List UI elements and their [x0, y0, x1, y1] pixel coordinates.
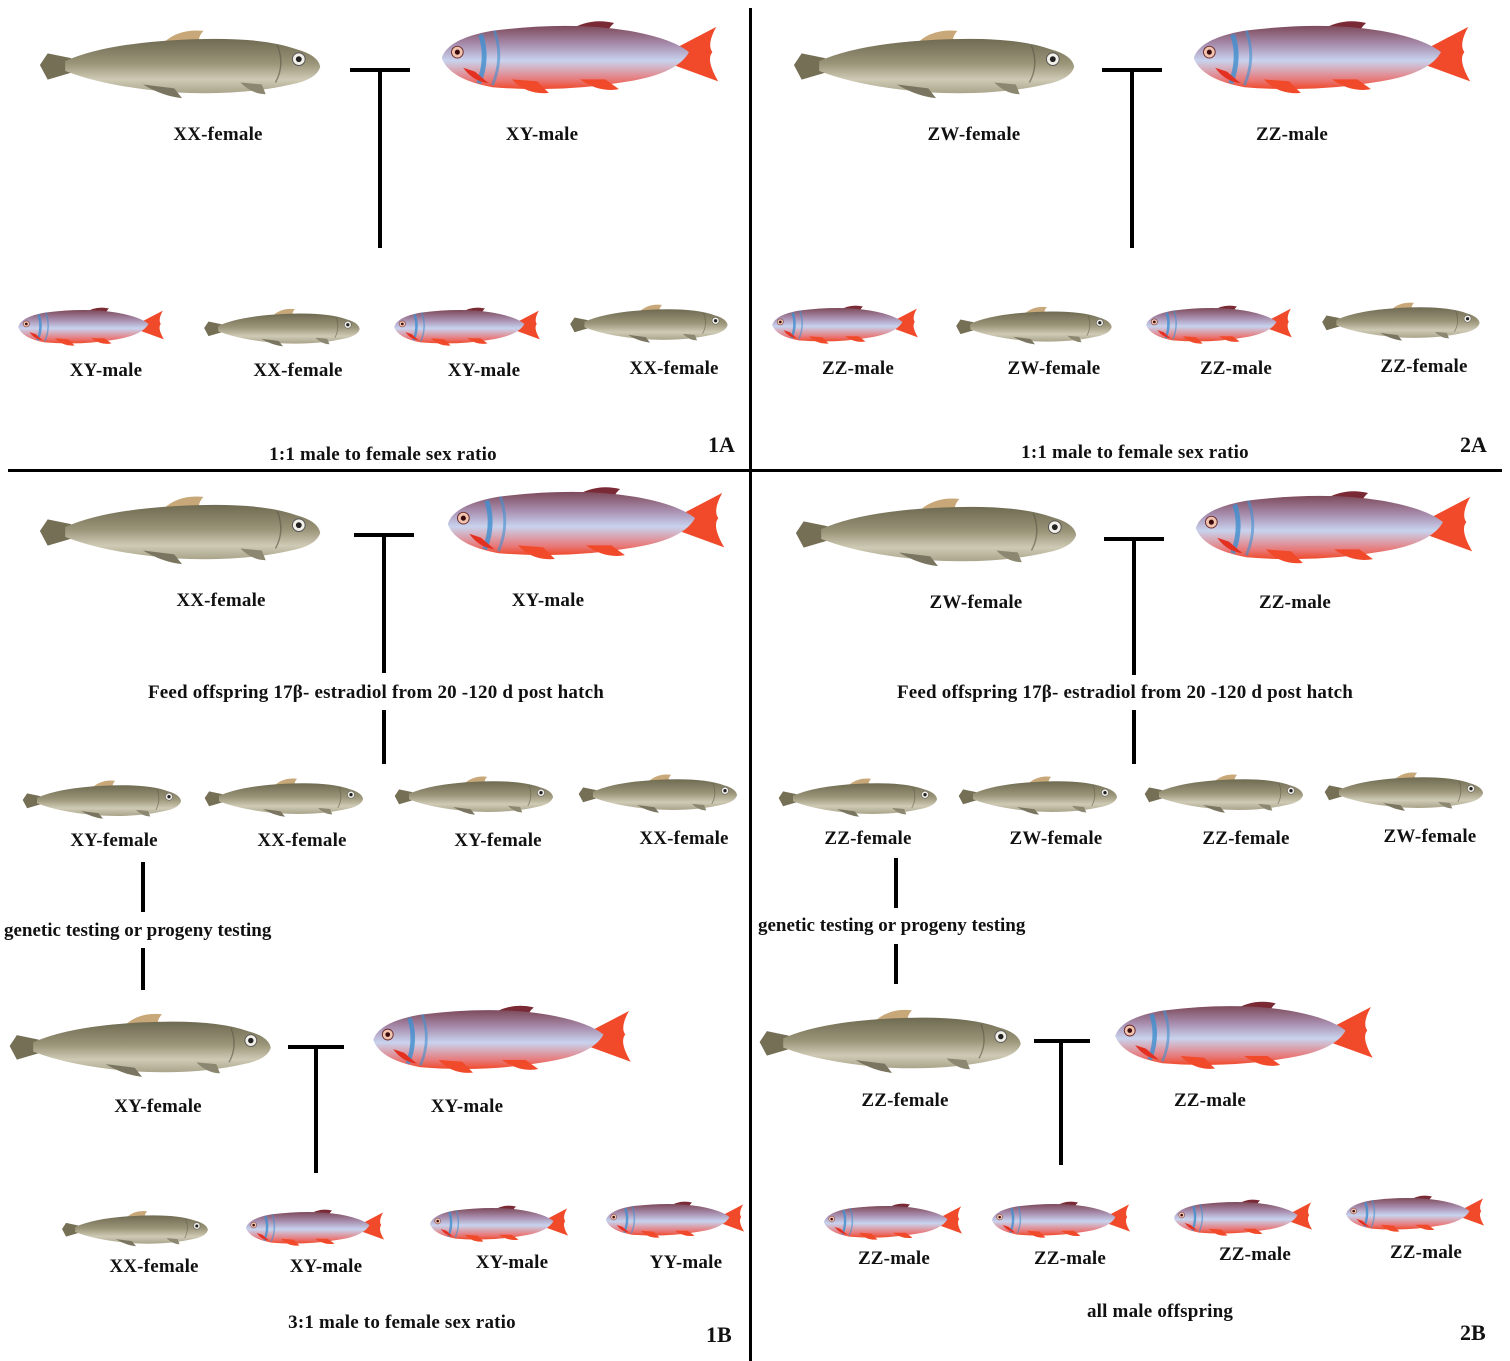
male-fish-image	[1108, 996, 1380, 1076]
offspring-label: ZZ-male	[1200, 358, 1272, 380]
offspring-fish-image	[14, 304, 168, 350]
male-fish-image	[1188, 486, 1480, 570]
treated-label: XX-female	[639, 828, 728, 850]
testing-stem	[894, 944, 898, 984]
offspring-fish-image	[988, 1198, 1134, 1242]
offspring-fish-image	[242, 1206, 388, 1250]
offspring-label: ZZ-male	[822, 358, 894, 380]
cross2-female-label: ZZ-female	[861, 1090, 948, 1112]
treated-label: ZZ-female	[824, 828, 911, 850]
vertical-divider	[749, 8, 752, 1361]
offspring-fish-image	[1342, 1192, 1488, 1236]
treated-label: ZW-female	[1384, 826, 1477, 848]
treatment-label: Feed offspring 17β- estradiol from 20 -1…	[897, 682, 1353, 704]
treatment-stem	[382, 710, 386, 764]
sex-ratio-label: all male offspring	[1087, 1301, 1233, 1323]
sex-ratio-label: 3:1 male to female sex ratio	[288, 1312, 516, 1334]
parent-male-label: XY-male	[512, 590, 584, 612]
offspring-label: XY-male	[448, 360, 520, 382]
female-fish-image	[790, 26, 1082, 104]
offspring-fish-image	[202, 306, 364, 350]
treated-fish-image	[576, 772, 742, 816]
testing-label: genetic testing or progeny testing	[4, 920, 271, 942]
offspring-label: ZZ-male	[1034, 1248, 1106, 1270]
offspring-fish-image	[768, 302, 922, 348]
horizontal-divider	[8, 469, 1502, 472]
treated-fish-image	[392, 774, 558, 818]
treatment-stem	[1132, 710, 1136, 764]
offspring-label: XY-male	[476, 1252, 548, 1274]
cross-stem	[314, 1045, 318, 1173]
offspring-label: XX-female	[109, 1256, 198, 1278]
female-fish-image	[6, 1008, 278, 1084]
offspring-fish-image	[602, 1198, 748, 1242]
offspring-fish-image	[1170, 1196, 1316, 1240]
sex-ratio-label: 1:1 male to female sex ratio	[269, 444, 497, 466]
offspring-label: ZZ-female	[1380, 356, 1467, 378]
cross-stem	[382, 533, 386, 673]
testing-label: genetic testing or progeny testing	[758, 915, 1025, 937]
cross-stem	[1132, 537, 1136, 675]
parent-female-label: XX-female	[173, 124, 262, 146]
treated-fish-image	[202, 776, 368, 820]
panel-tag: 1A	[708, 432, 735, 458]
offspring-label: YY-male	[650, 1252, 722, 1274]
parent-male-label: ZZ-male	[1256, 124, 1328, 146]
female-fish-image	[36, 26, 328, 104]
treated-fish-image	[776, 776, 942, 820]
cross-stem	[378, 68, 382, 248]
offspring-label: XX-female	[629, 358, 718, 380]
treated-label: XY-female	[454, 830, 542, 852]
testing-stem	[894, 858, 898, 908]
panel-tag: 2A	[1460, 432, 1487, 458]
male-fish-image	[440, 482, 732, 566]
testing-stem	[141, 862, 145, 912]
offspring-fish-image	[390, 304, 544, 350]
offspring-fish-image	[820, 1200, 966, 1244]
treated-fish-image	[20, 778, 186, 822]
cross2-male-label: ZZ-male	[1174, 1090, 1246, 1112]
offspring-fish-image	[568, 302, 732, 346]
treated-label: XX-female	[257, 830, 346, 852]
parent-male-label: XY-male	[506, 124, 578, 146]
offspring-fish-image	[426, 1202, 572, 1246]
male-fish-image	[434, 16, 726, 100]
treated-label: XY-female	[70, 830, 158, 852]
cross-stem	[1130, 68, 1134, 248]
treatment-label: Feed offspring 17β- estradiol from 20 -1…	[148, 682, 604, 704]
cross2-male-label: XY-male	[431, 1096, 503, 1118]
female-fish-image	[36, 492, 328, 570]
offspring-label: ZZ-male	[1390, 1242, 1462, 1264]
treated-label: ZZ-female	[1202, 828, 1289, 850]
offspring-label: ZW-female	[1008, 358, 1101, 380]
offspring-fish-image	[1320, 300, 1484, 344]
parent-male-label: ZZ-male	[1259, 592, 1331, 614]
panel-tag: 2B	[1460, 1320, 1486, 1346]
treated-label: ZW-female	[1010, 828, 1103, 850]
parent-female-label: XX-female	[176, 590, 265, 612]
offspring-label: XY-male	[70, 360, 142, 382]
offspring-fish-image	[1142, 302, 1296, 348]
offspring-label: ZZ-male	[1219, 1244, 1291, 1266]
cross-stem	[1059, 1039, 1063, 1165]
parent-female-label: ZW-female	[928, 124, 1021, 146]
treated-fish-image	[1322, 770, 1488, 814]
treated-fish-image	[1142, 772, 1308, 816]
male-fish-image	[366, 1000, 638, 1080]
offspring-label: XX-female	[253, 360, 342, 382]
female-fish-image	[756, 1004, 1028, 1080]
treated-fish-image	[956, 774, 1122, 818]
male-fish-image	[1186, 16, 1478, 100]
offspring-fish-image	[60, 1208, 212, 1250]
offspring-fish-image	[954, 304, 1116, 348]
cross2-female-label: XY-female	[114, 1096, 202, 1118]
sex-ratio-label: 1:1 male to female sex ratio	[1021, 442, 1249, 464]
female-fish-image	[792, 494, 1084, 572]
panel-tag: 1B	[706, 1322, 732, 1348]
offspring-label: XY-male	[290, 1256, 362, 1278]
testing-stem	[141, 948, 145, 990]
offspring-label: ZZ-male	[858, 1248, 930, 1270]
parent-female-label: ZW-female	[930, 592, 1023, 614]
